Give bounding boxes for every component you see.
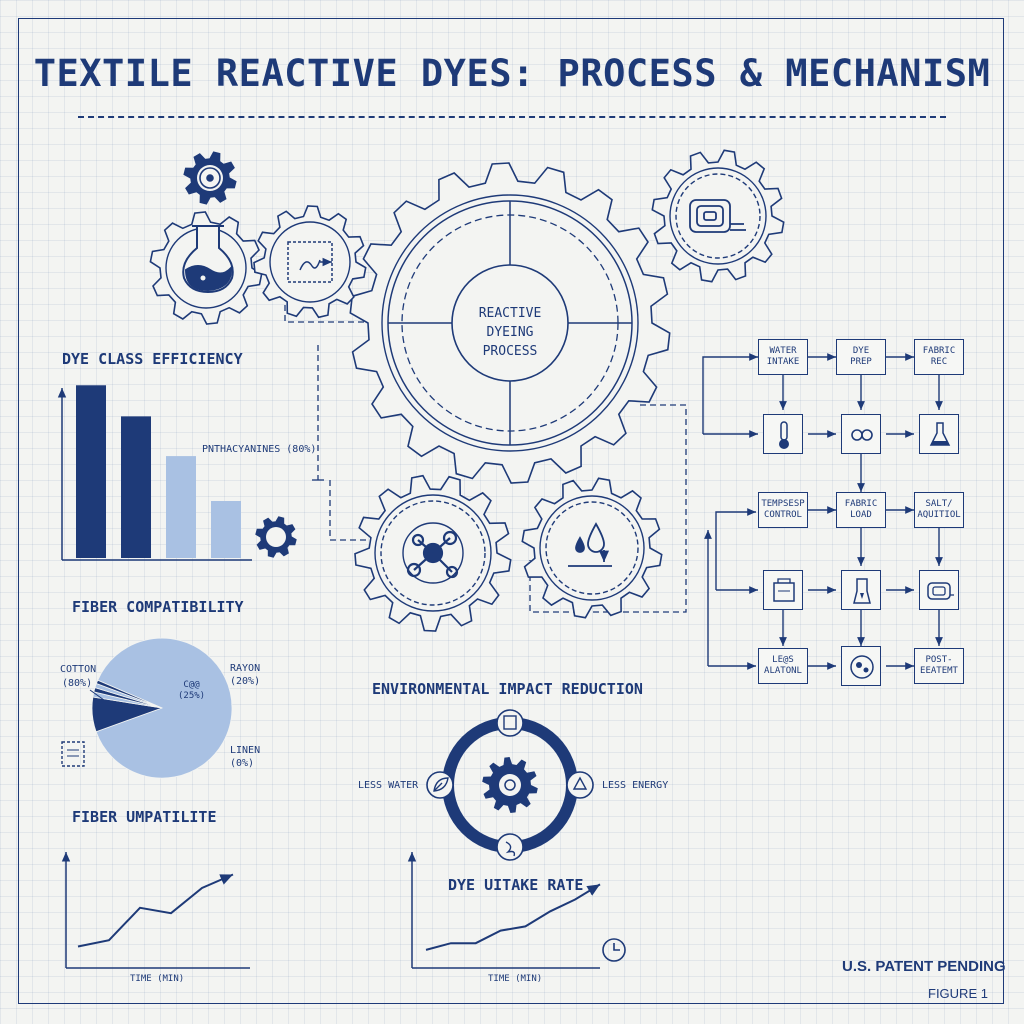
patent-label: U.S. PATENT PENDING <box>842 958 1006 975</box>
pie-slice-5 <box>95 679 163 709</box>
molecule-icon <box>406 530 459 579</box>
bar-2 <box>166 456 196 558</box>
environment-title: ENVIRONMENTAL IMPACT REDUCTION <box>372 680 643 698</box>
mixing-icon <box>851 429 873 441</box>
flow-box-salt-addition: SALT/ AQUITIOL <box>914 492 964 528</box>
reaction-icon <box>850 655 874 679</box>
flow-box-temp-control: TEMPSESP CONTROL <box>758 492 808 528</box>
gear-roll <box>651 149 785 283</box>
percent-icon: % <box>269 530 283 546</box>
flow-beaker <box>841 570 881 610</box>
hub-label-line1: REACTIVE <box>479 306 542 321</box>
pie-label-rayon: RAYON (20%) <box>230 663 261 687</box>
fabric-swatch-icon <box>61 741 85 767</box>
fiber-roll-small-icon <box>927 582 954 600</box>
environment-cycle <box>426 709 594 861</box>
tank-icon <box>773 578 795 602</box>
bar-1 <box>121 416 151 558</box>
flow-mixer <box>841 414 881 454</box>
recycle-icon <box>566 771 594 799</box>
fiber-compat-title: FIBER COMPATIBILITY <box>72 598 244 616</box>
pie-label-center: C@@ (25%) <box>178 680 206 701</box>
flow-box-dye-prep: DYE PREP <box>836 339 886 375</box>
flask-small-icon <box>929 422 951 446</box>
hub-inner <box>387 200 633 446</box>
pie-label-cotton-2: (80%) <box>62 678 92 689</box>
flow-box-fabric-rec: FABRIC REC <box>914 339 964 375</box>
fiber-line-xlabel: TIME (MIN) <box>130 974 185 984</box>
flow-box-less-alkali: LE@S ALATONL <box>758 648 808 684</box>
flow-thermometer <box>763 414 803 454</box>
pie-slice-0 <box>95 637 233 779</box>
dashed-connectors <box>284 305 687 613</box>
flow-arrows <box>702 353 943 670</box>
gear-fabric <box>253 205 367 319</box>
water-drop-icon <box>568 522 612 567</box>
figure-label: FIGURE 1 <box>928 986 988 1001</box>
uptake-line-chart <box>407 852 601 969</box>
flow-reaction <box>841 646 881 686</box>
flow-tank <box>763 570 803 610</box>
page-title: TEXTILE REACTIVE DYES: PROCESS & MECHANI… <box>33 52 991 95</box>
flask-icon <box>182 225 234 294</box>
bar-0 <box>76 385 106 558</box>
target-icon <box>199 167 221 189</box>
hub-label-line3: PROCESS <box>483 344 538 359</box>
fiber-pie-chart <box>91 637 233 779</box>
fabric-icon <box>287 241 333 283</box>
fiber-roll-icon <box>689 199 746 233</box>
uptake-title: DYE UITAKE RATE <box>448 876 584 894</box>
dye-class-annotation: PNTHACYANINES (80%) <box>202 444 317 455</box>
flow-roll <box>919 570 959 610</box>
gear-percent <box>255 516 297 558</box>
pie-label-cotton-1: COTTON <box>60 664 96 675</box>
factory-icon <box>496 709 524 737</box>
uptake-xlabel: TIME (MIN) <box>488 974 543 984</box>
flow-box-post-treatment: POST- EEATEMT <box>914 648 964 684</box>
environment-left-label: LESS WATER <box>358 780 419 791</box>
dye-class-title: DYE CLASS EFFICIENCY <box>62 350 243 368</box>
clock-icon <box>602 938 626 962</box>
beaker-icon <box>853 578 871 604</box>
dye-class-chart <box>57 385 252 561</box>
svg-text:%: % <box>269 530 283 546</box>
bar-3 <box>211 501 241 558</box>
blueprint-frame <box>18 18 1004 1004</box>
env-center-gear-icon <box>482 757 538 813</box>
thermometer-icon <box>779 421 789 449</box>
pie-leader-cotton <box>89 689 119 711</box>
flow-box-water-intake: WATER INTAKE <box>758 339 808 375</box>
fiber-line-title: FIBER UMPATILITE <box>72 808 217 826</box>
title-divider <box>78 116 946 118</box>
environment-right-label: LESS ENERGY <box>602 780 669 791</box>
gear-cluster <box>149 149 785 632</box>
fiber-line-chart <box>61 852 250 969</box>
pie-label-linen: LINEN (0%) <box>230 745 261 769</box>
flow-flask <box>919 414 959 454</box>
flow-box-fabric-load: FABRIC LOAD <box>836 492 886 528</box>
hub-label-line2: DYEING <box>487 325 534 340</box>
